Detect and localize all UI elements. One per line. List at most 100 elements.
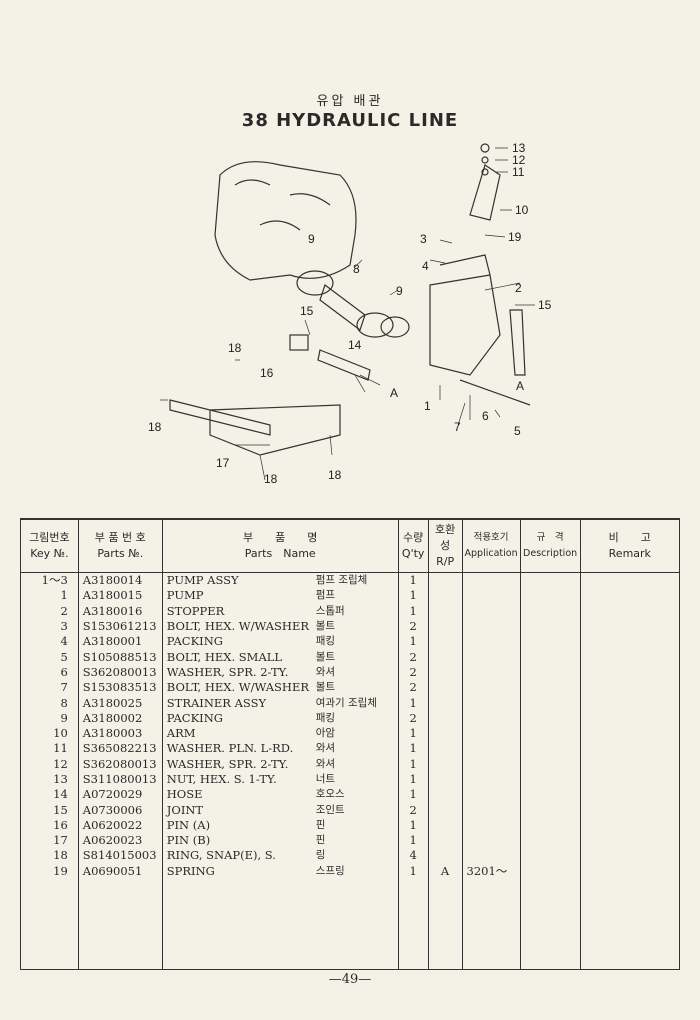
- remark: [579, 863, 681, 879]
- qty: 1: [397, 603, 429, 619]
- application: [461, 771, 521, 788]
- key-no: 12: [20, 756, 79, 772]
- part-name-korean: 패킹: [315, 711, 336, 724]
- callout-18c: 18: [328, 468, 342, 482]
- callout-2: 2: [515, 281, 522, 295]
- part-no: A0730006: [77, 802, 163, 818]
- part-name-korean: 볼트: [315, 681, 336, 694]
- qty: 1: [397, 695, 429, 711]
- strainer-drawing: [319, 284, 366, 331]
- remark: [579, 756, 681, 772]
- part-no: A3180014: [77, 572, 163, 589]
- qty: 1: [397, 741, 429, 757]
- part-no: S311080013: [77, 771, 163, 788]
- callout-18a: 18: [228, 341, 242, 355]
- part-no: S362080013: [77, 664, 163, 681]
- qty: 2: [397, 802, 429, 818]
- remark: [579, 649, 681, 665]
- part-name: HOSE: [166, 787, 203, 802]
- key-no: 7: [20, 680, 79, 696]
- description: [519, 664, 581, 681]
- application: [461, 725, 521, 742]
- part-no: A0720029: [77, 787, 163, 803]
- part-no: S362080013: [77, 756, 163, 772]
- remark: [579, 787, 681, 803]
- rp: A: [427, 863, 463, 879]
- part-name-korean: 펌프: [315, 589, 336, 602]
- part-name: RING, SNAP(E), S.: [166, 848, 276, 863]
- remark: [579, 664, 681, 681]
- rp: [427, 756, 463, 772]
- part-name: PUMP: [166, 588, 204, 603]
- application: [461, 618, 521, 635]
- rp: [427, 802, 463, 818]
- key-no: 3: [20, 618, 79, 635]
- part-no: S105088513: [77, 649, 163, 665]
- remark: [579, 741, 681, 757]
- remark: [579, 771, 681, 788]
- part-name-cell: WASHER, SPR. 2-TY. 와셔: [161, 756, 399, 772]
- callout-4: 4: [422, 259, 429, 273]
- callout-10: 10: [515, 203, 529, 217]
- part-name: BOLT, HEX. SMALL: [166, 649, 283, 664]
- remark: [579, 618, 681, 635]
- qty: 1: [397, 756, 429, 772]
- application: [461, 634, 521, 650]
- application: 3201～: [461, 863, 521, 879]
- application: [461, 588, 521, 604]
- callout-17: 17: [216, 456, 230, 470]
- part-name: WASHER, SPR. 2-TY.: [166, 756, 289, 771]
- rp: [427, 603, 463, 619]
- part-name-cell: WASHER. PLN. L-RD.와셔: [161, 741, 399, 757]
- key-no: 5: [20, 649, 79, 665]
- part-name-cell: BOLT, HEX. SMALL 볼트: [161, 649, 399, 665]
- arm-drawing: [439, 164, 501, 276]
- part-name-korean: 볼트: [315, 650, 336, 663]
- description: [519, 725, 581, 742]
- part-name-cell: RING, SNAP(E), S. 링: [161, 848, 399, 864]
- qty: 1: [397, 634, 429, 650]
- description: [519, 618, 581, 635]
- rp: [427, 664, 463, 681]
- rp: [427, 787, 463, 803]
- part-no: A3180001: [77, 634, 163, 650]
- callout-16: 16: [260, 366, 274, 380]
- part-name-korean: 핀: [315, 834, 326, 847]
- key-no: 8: [20, 695, 79, 711]
- part-name-korean: 조인트: [315, 803, 345, 816]
- description: [519, 634, 581, 650]
- remark: [579, 634, 681, 650]
- description: [519, 695, 581, 711]
- part-name-korean: 핀: [315, 818, 326, 831]
- qty: 4: [397, 848, 429, 864]
- rp: [427, 634, 463, 650]
- description: [519, 833, 581, 849]
- key-no: 14: [20, 787, 79, 803]
- application: [461, 695, 521, 711]
- part-no: S153061213: [77, 618, 163, 635]
- part-name-cell: PUMP 펌프: [161, 588, 399, 604]
- part-name-korean: 와셔: [315, 757, 336, 770]
- part-name-korean: 링: [315, 849, 326, 862]
- callout-9b: 9: [396, 284, 403, 298]
- part-name: BOLT, HEX. W/WASHER: [166, 680, 309, 695]
- key-no: 15: [20, 802, 79, 818]
- part-name: BOLT, HEX. W/WASHER: [166, 619, 309, 634]
- remark: [579, 680, 681, 696]
- rp: [427, 817, 463, 834]
- part-name: ARM: [166, 726, 196, 741]
